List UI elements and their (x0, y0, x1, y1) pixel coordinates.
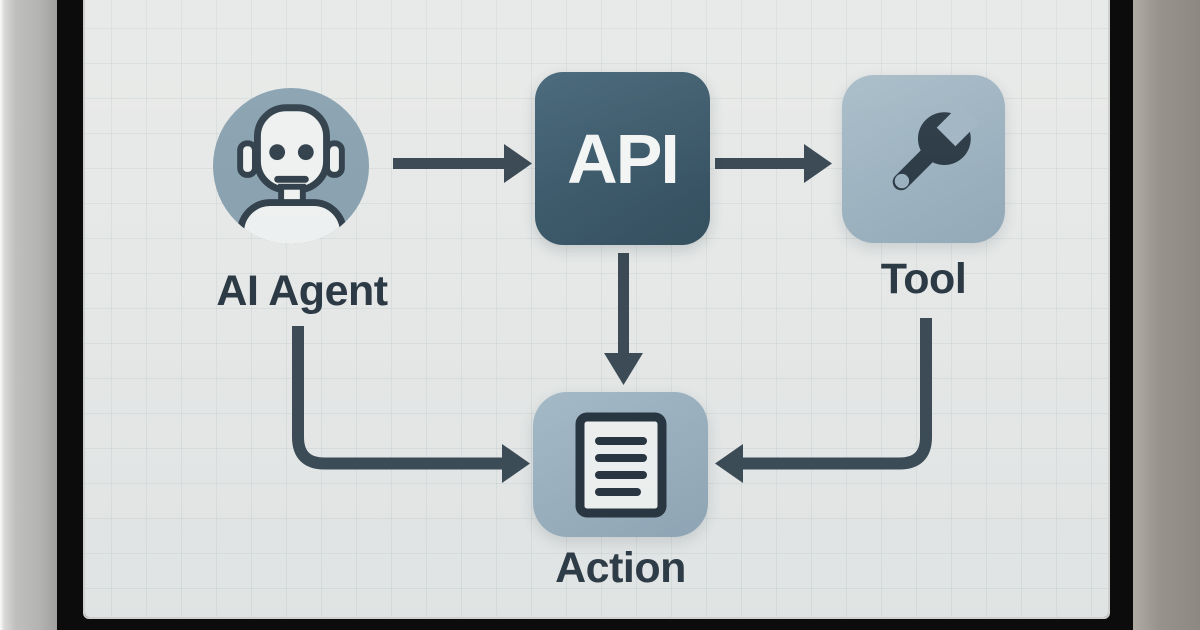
tool-label: Tool (880, 255, 967, 303)
api-node: API (535, 72, 710, 245)
document-icon (575, 412, 666, 517)
edge-api-action-arrow (604, 253, 643, 385)
background-wall-left (0, 0, 57, 630)
action-node (533, 392, 708, 537)
tool-node (842, 75, 1005, 243)
diagram-canvas: AI Agent API Tool (83, 0, 1110, 619)
robot-icon (212, 87, 370, 245)
wrench-icon (892, 103, 979, 191)
edge-agent-action-arrow (292, 326, 530, 483)
edge-agent-api-arrow (393, 144, 532, 183)
background-wall-right (1133, 0, 1200, 630)
action-label: Action (555, 544, 686, 592)
api-label: API (567, 119, 680, 198)
agent-label: AI Agent (216, 267, 388, 315)
edge-tool-action-arrow (715, 318, 932, 483)
edge-api-tool-arrow (715, 144, 832, 183)
